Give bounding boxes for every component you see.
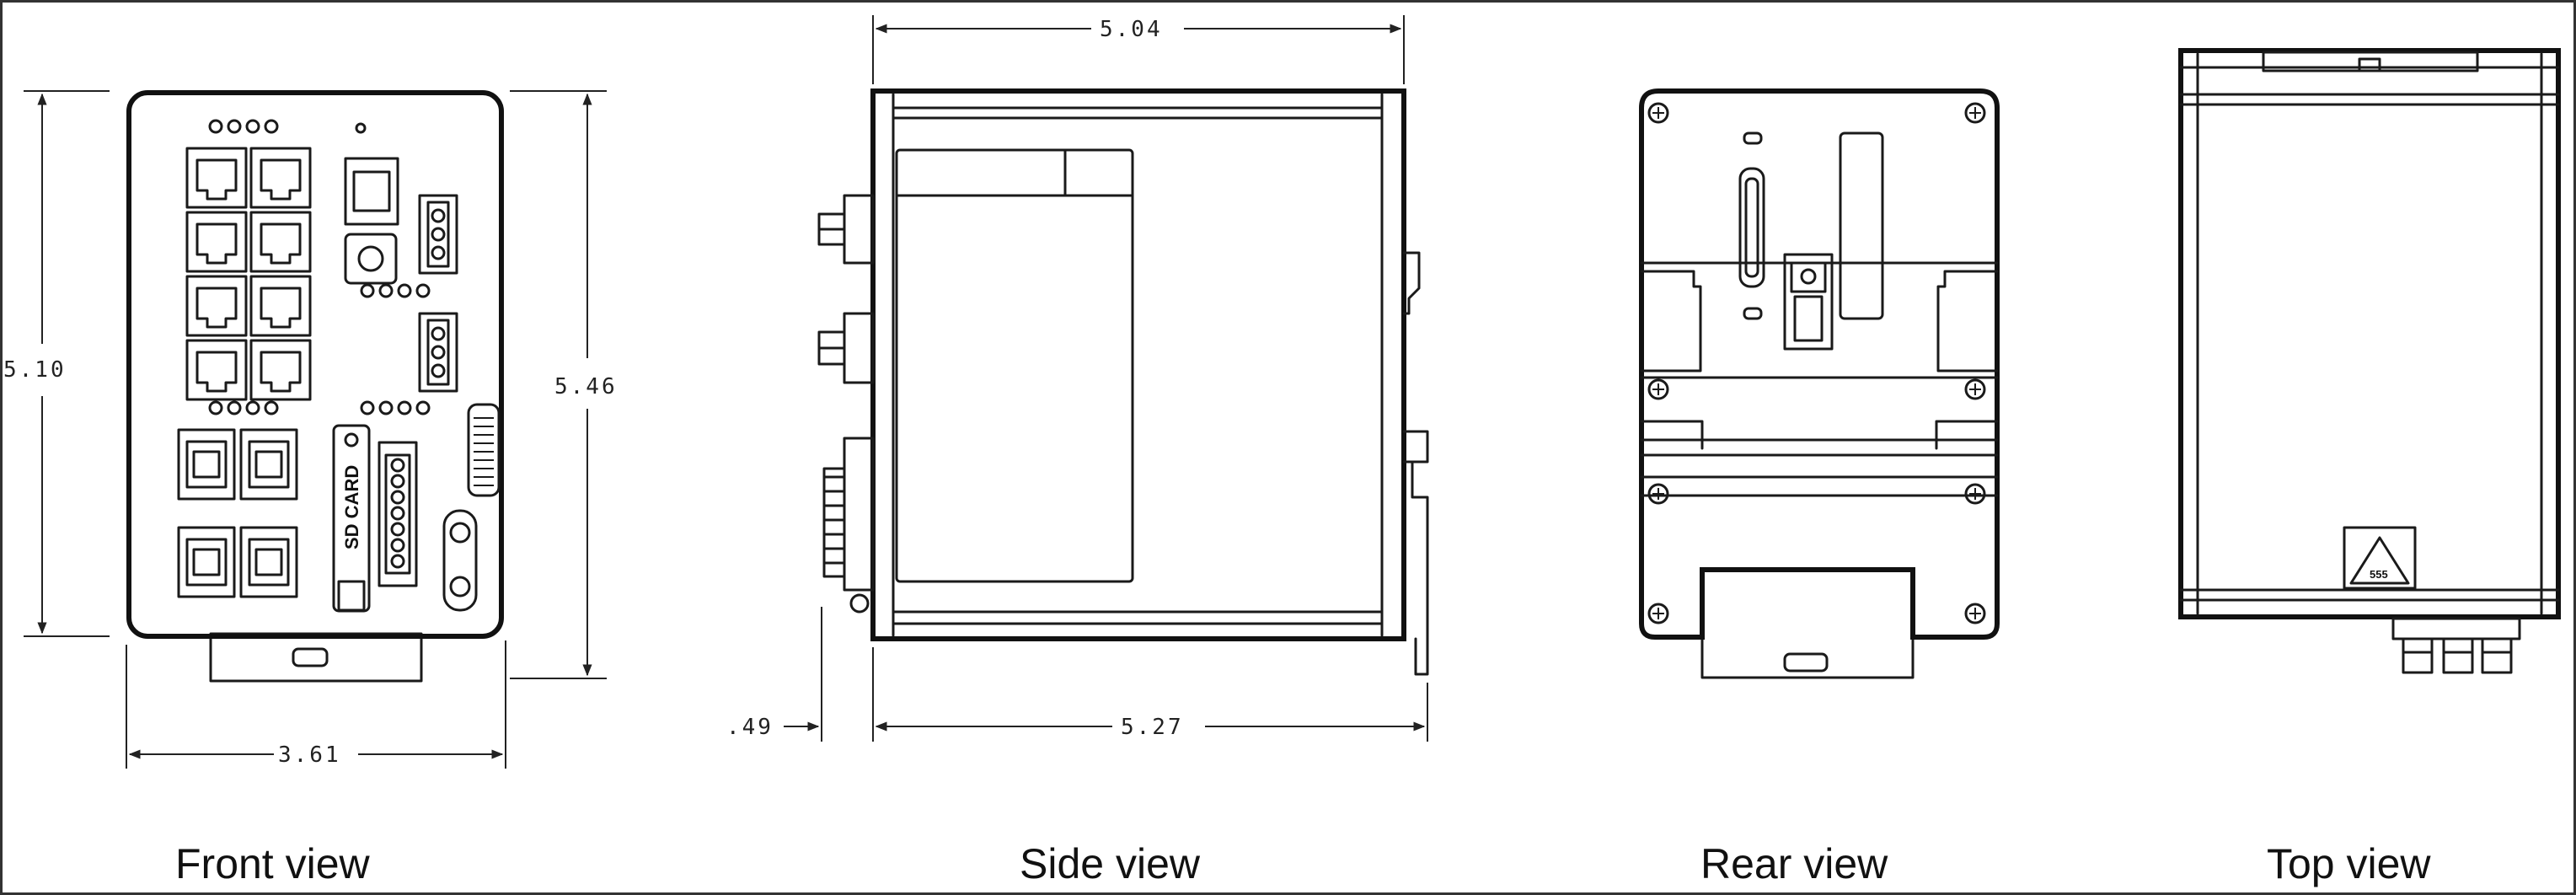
screw bbox=[1647, 483, 1669, 505]
status-led bbox=[245, 119, 260, 134]
rear-screws bbox=[1647, 102, 1986, 624]
dim-side-top: 5.04 bbox=[1100, 17, 1163, 42]
terminal-pin bbox=[390, 554, 405, 569]
status-led bbox=[264, 400, 279, 415]
led-row bbox=[208, 119, 431, 415]
lower-port-contact bbox=[254, 548, 283, 576]
rj45-port bbox=[185, 211, 248, 273]
rj45-port bbox=[249, 339, 312, 401]
lower-port-contact bbox=[192, 548, 221, 576]
side-power-connector bbox=[843, 437, 875, 592]
terminal-pin bbox=[390, 474, 405, 489]
rj45-port bbox=[249, 147, 312, 209]
dim-side-bottom: 5.27 bbox=[1121, 715, 1184, 740]
top-connector bbox=[2481, 637, 2513, 674]
power-terminal-pins bbox=[390, 458, 405, 569]
warning-triangle-icon: 555 bbox=[2343, 526, 2417, 590]
lower-port-inner bbox=[248, 440, 290, 489]
rj45-port bbox=[249, 211, 312, 273]
dim-front-width: 3.61 bbox=[278, 742, 341, 768]
lower-ports bbox=[177, 428, 298, 598]
screw bbox=[1647, 603, 1669, 624]
top-connector bbox=[2402, 637, 2434, 674]
rear-view bbox=[1639, 88, 2000, 679]
lower-port bbox=[239, 428, 298, 501]
rj45-port bbox=[249, 275, 312, 337]
rj45-port bbox=[185, 147, 248, 209]
top-view: 555 bbox=[2178, 48, 2561, 674]
rj45-port bbox=[185, 339, 248, 401]
dim-front-depth: 5.46 bbox=[554, 374, 618, 399]
rj45-socket bbox=[260, 158, 302, 201]
side-view: 5.04 5.27 .49 bbox=[726, 15, 1429, 742]
caption-front-view: Front view bbox=[175, 840, 371, 887]
grip-lines bbox=[474, 417, 494, 486]
status-led bbox=[397, 400, 412, 415]
status-led bbox=[264, 119, 279, 134]
side-power-plug bbox=[822, 467, 846, 578]
lower-port bbox=[239, 526, 298, 598]
lower-port-contact bbox=[192, 450, 221, 479]
lower-port-contact bbox=[254, 450, 283, 479]
front-view: SD CARD 5.10 5.46 3.61 bbox=[3, 90, 618, 769]
lower-port-inner bbox=[185, 538, 228, 587]
status-led bbox=[415, 283, 431, 298]
terminal-pin bbox=[390, 538, 405, 553]
screw bbox=[1647, 102, 1669, 124]
screw bbox=[1964, 102, 1986, 124]
rj45-socket bbox=[260, 222, 302, 265]
status-led bbox=[208, 119, 223, 134]
status-led bbox=[378, 283, 394, 298]
status-led bbox=[245, 400, 260, 415]
status-led bbox=[360, 283, 375, 298]
lower-port-inner bbox=[248, 538, 290, 587]
rj45-socket bbox=[195, 287, 238, 329]
lower-port bbox=[177, 428, 236, 501]
caption-side-view: Side view bbox=[1020, 840, 1201, 887]
sd-card-label: SD CARD bbox=[341, 465, 362, 549]
rj45-socket bbox=[195, 222, 238, 265]
screw bbox=[1964, 378, 1986, 400]
terminal-pin bbox=[390, 522, 405, 537]
screw bbox=[1647, 378, 1669, 400]
rj45-socket bbox=[260, 351, 302, 393]
status-led bbox=[227, 400, 242, 415]
status-led bbox=[378, 400, 394, 415]
lower-port-inner bbox=[185, 440, 228, 489]
rj45-port bbox=[185, 275, 248, 337]
status-led bbox=[227, 119, 242, 134]
top-connectors bbox=[2402, 637, 2513, 674]
terminal-pin bbox=[390, 506, 405, 521]
rj45-port-block bbox=[185, 147, 312, 401]
status-led bbox=[360, 400, 375, 415]
screw bbox=[1964, 483, 1986, 505]
warning-label: 555 bbox=[2370, 568, 2388, 581]
dim-front-height: 5.10 bbox=[3, 357, 67, 383]
dim-side-offset: .49 bbox=[726, 715, 774, 740]
rj45-socket bbox=[195, 351, 238, 393]
side-connector-body bbox=[843, 194, 875, 265]
rj45-socket bbox=[195, 158, 238, 201]
caption-rear-view: Rear view bbox=[1700, 840, 1888, 887]
side-connectors bbox=[817, 194, 875, 614]
caption-top-view: Top view bbox=[2267, 840, 2431, 887]
top-connector bbox=[2442, 637, 2474, 674]
status-led bbox=[208, 400, 223, 415]
status-led bbox=[397, 283, 412, 298]
terminal-pin bbox=[390, 490, 405, 505]
side-ground-screw bbox=[849, 593, 870, 614]
lower-port bbox=[177, 526, 236, 598]
side-connector-body bbox=[843, 312, 875, 384]
status-led bbox=[415, 400, 431, 415]
terminal-pin bbox=[390, 458, 405, 473]
screw bbox=[1964, 603, 1986, 624]
rj45-socket bbox=[260, 287, 302, 329]
